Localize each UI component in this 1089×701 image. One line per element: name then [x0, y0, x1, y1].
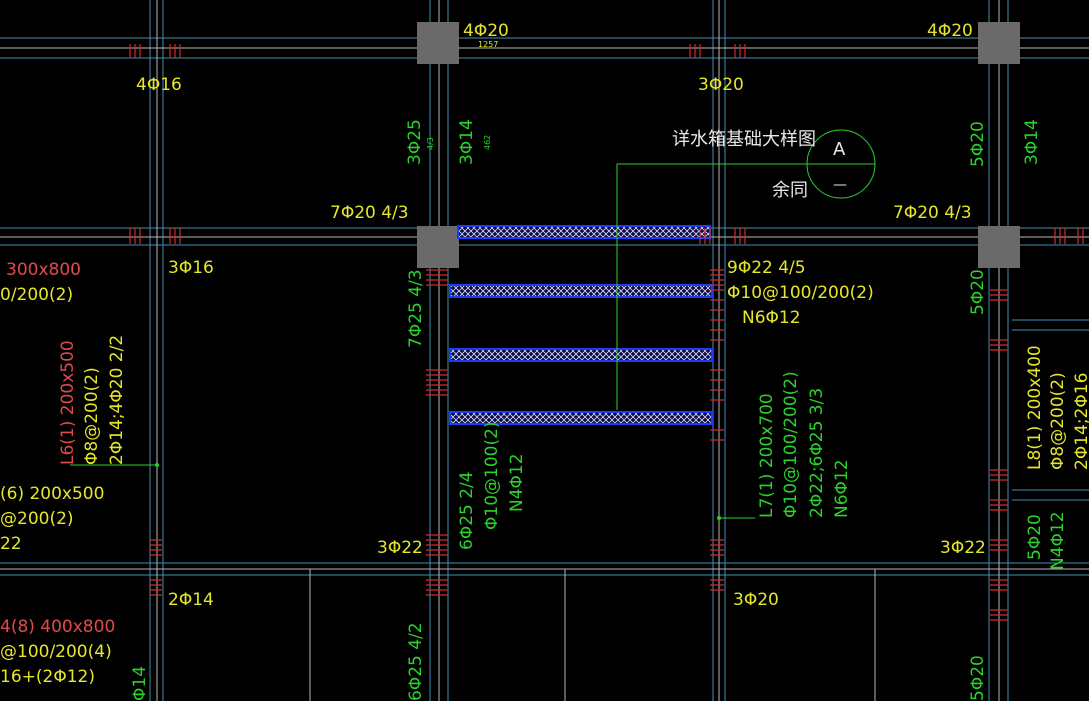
label-t8: 3Φ14: [1022, 119, 1042, 165]
label-t17: 7Φ25 4/3: [406, 269, 426, 348]
label-t6: 3Φ14: [457, 119, 477, 165]
leader-lines: [70, 129, 876, 519]
label-t5: 3Φ25: [405, 119, 425, 165]
label-t16: N6Φ12: [742, 308, 801, 328]
label-t30: Φ8@200(2): [1048, 372, 1068, 470]
detail-symbol-bottom: —: [833, 177, 847, 193]
detail-same-note: 余同: [772, 180, 808, 201]
label-t36: 3Φ22: [940, 538, 986, 558]
label-t14: 9Φ22 4/5: [727, 258, 806, 278]
label-t1b: 1257: [478, 40, 498, 49]
label-t37: 5Φ20: [1025, 514, 1045, 560]
label-t20: Φ8@200(2): [82, 367, 102, 465]
label-t38: N4Φ12: [1048, 511, 1068, 570]
label-t33: @200(2): [0, 509, 74, 529]
label-t28: N4Φ12: [507, 453, 527, 512]
label-t7: 5Φ20: [968, 121, 988, 167]
label-t11: 300x800: [6, 260, 81, 280]
label-t43: 16+(2Φ12): [0, 667, 95, 687]
label-t46: 5Φ20: [968, 655, 988, 701]
label-t21: 2Φ14;4Φ20 2/2: [107, 335, 127, 465]
detail-symbol-top: A: [833, 139, 846, 160]
label-t6b: 462: [483, 135, 492, 150]
label-t3: 4Φ16: [136, 75, 182, 95]
label-t40: 3Φ20: [733, 590, 779, 610]
label-t12: 0/200(2): [0, 285, 73, 305]
label-t32: (6) 200x500: [0, 484, 104, 504]
label-t25: N6Φ12: [832, 459, 852, 518]
rebar-ticks: [129, 44, 1084, 621]
label-t29: L8(1) 200x400: [1025, 345, 1045, 470]
label-t39: 2Φ14: [168, 590, 214, 610]
label-t4: 3Φ20: [698, 75, 744, 95]
label-t15: Φ10@100/200(2): [727, 283, 874, 303]
detail-title: 详水箱基础大样图: [672, 129, 816, 150]
label-t42: @100/200(4): [0, 642, 112, 662]
label-t18: 5Φ20: [968, 269, 988, 315]
label-t44: Φ14: [130, 666, 150, 701]
label-t31: 2Φ14;2Φ16: [1072, 373, 1089, 470]
label-t34: 22: [0, 534, 22, 554]
label-t19: L6(1) 200x500: [58, 340, 78, 465]
label-t23: Φ10@100/200(2): [781, 371, 801, 518]
label-t2: 4Φ20: [927, 21, 973, 41]
label-t13: 3Φ16: [168, 258, 214, 278]
label-t45: 6Φ25 4/2: [406, 622, 426, 701]
label-t10: 7Φ20 4/3: [893, 203, 972, 223]
label-t24: 2Φ22;6Φ25 3/3: [807, 388, 827, 518]
label-t35: 3Φ22: [377, 538, 423, 558]
label-t27: Φ10@100(2): [482, 421, 502, 530]
label-t5b: 4/3: [426, 137, 435, 150]
label-t9: 7Φ20 4/3: [330, 203, 409, 223]
label-t41: 4(8) 400x800: [0, 617, 115, 637]
columns: [417, 22, 1020, 268]
label-t22: L7(1) 200x700: [757, 393, 777, 518]
detail-callout[interactable]: 详水箱基础大样图 余同 A —: [672, 129, 847, 201]
label-t1: 4Φ20: [463, 21, 509, 41]
label-t26: 6Φ25 2/4: [457, 471, 477, 550]
hatched-beams: [449, 225, 713, 425]
